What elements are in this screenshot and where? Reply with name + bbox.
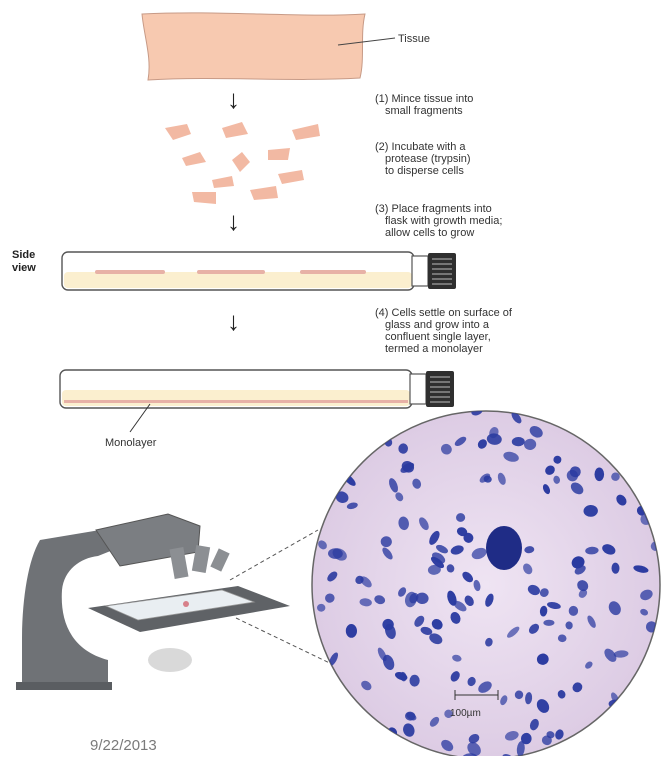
microscope-base xyxy=(16,682,112,690)
fragment-in-flask xyxy=(95,270,165,274)
side-view-label-1: Side xyxy=(12,249,35,261)
fragment-in-flask xyxy=(197,270,265,274)
tissue-block xyxy=(142,13,365,80)
specimen-dot xyxy=(183,601,189,607)
flask-neck xyxy=(412,256,428,286)
down-arrow-3: ↓ xyxy=(227,306,240,336)
step-4-line-3: confluent single layer, xyxy=(385,331,491,343)
down-arrow-1: ↓ xyxy=(227,84,240,114)
step-3-line-2: flask with growth media; xyxy=(385,215,502,227)
monolayer-label: Monolayer xyxy=(105,437,157,449)
scale-bar-label: 100µm xyxy=(450,708,481,719)
flask-neck xyxy=(410,374,426,404)
fragment xyxy=(268,148,290,160)
flask-with-fragments xyxy=(62,252,456,290)
tissue-label: Tissue xyxy=(398,33,430,45)
fragment xyxy=(232,152,250,172)
fragment xyxy=(212,176,234,188)
side-view-label-2: view xyxy=(12,262,36,274)
growth-media xyxy=(62,390,410,406)
stained-cell-micrograph xyxy=(312,406,661,756)
focus-knob xyxy=(148,648,192,672)
step-1-line-1: (1) Mince tissue into xyxy=(375,93,473,105)
tissue-fragments xyxy=(165,122,320,204)
fragment xyxy=(292,124,320,140)
slide-date: 9/22/2013 xyxy=(90,737,157,754)
fragment xyxy=(278,170,304,184)
fragment xyxy=(182,152,206,166)
flask-with-monolayer xyxy=(60,370,454,408)
microscope xyxy=(16,514,290,690)
step-3-line-3: allow cells to grow xyxy=(385,227,474,239)
step-1-line-2: small fragments xyxy=(385,105,463,117)
fragment xyxy=(222,122,248,138)
down-arrow-2: ↓ xyxy=(227,206,240,236)
step-2-line-3: to disperse cells xyxy=(385,165,464,177)
step-4-line-2: glass and grow into a xyxy=(385,319,490,331)
step-4-line-4: termed a monolayer xyxy=(385,343,483,355)
growth-media xyxy=(64,272,412,288)
fragment xyxy=(192,192,216,204)
objective-3 xyxy=(210,548,229,571)
step-4-line-1: (4) Cells settle on surface of xyxy=(375,307,513,319)
monolayer-band xyxy=(64,400,408,403)
step-2-line-2: protease (trypsin) xyxy=(385,153,471,165)
step-2-line-1: (2) Incubate with a xyxy=(375,141,466,153)
fragment xyxy=(165,124,191,140)
zoom-line-top xyxy=(230,530,318,580)
fragment xyxy=(250,186,278,200)
cell-nucleus xyxy=(595,468,605,482)
fragment-in-flask xyxy=(300,270,366,274)
step-3-line-1: (3) Place fragments into xyxy=(375,203,492,215)
large-cell-nucleus xyxy=(486,526,522,570)
